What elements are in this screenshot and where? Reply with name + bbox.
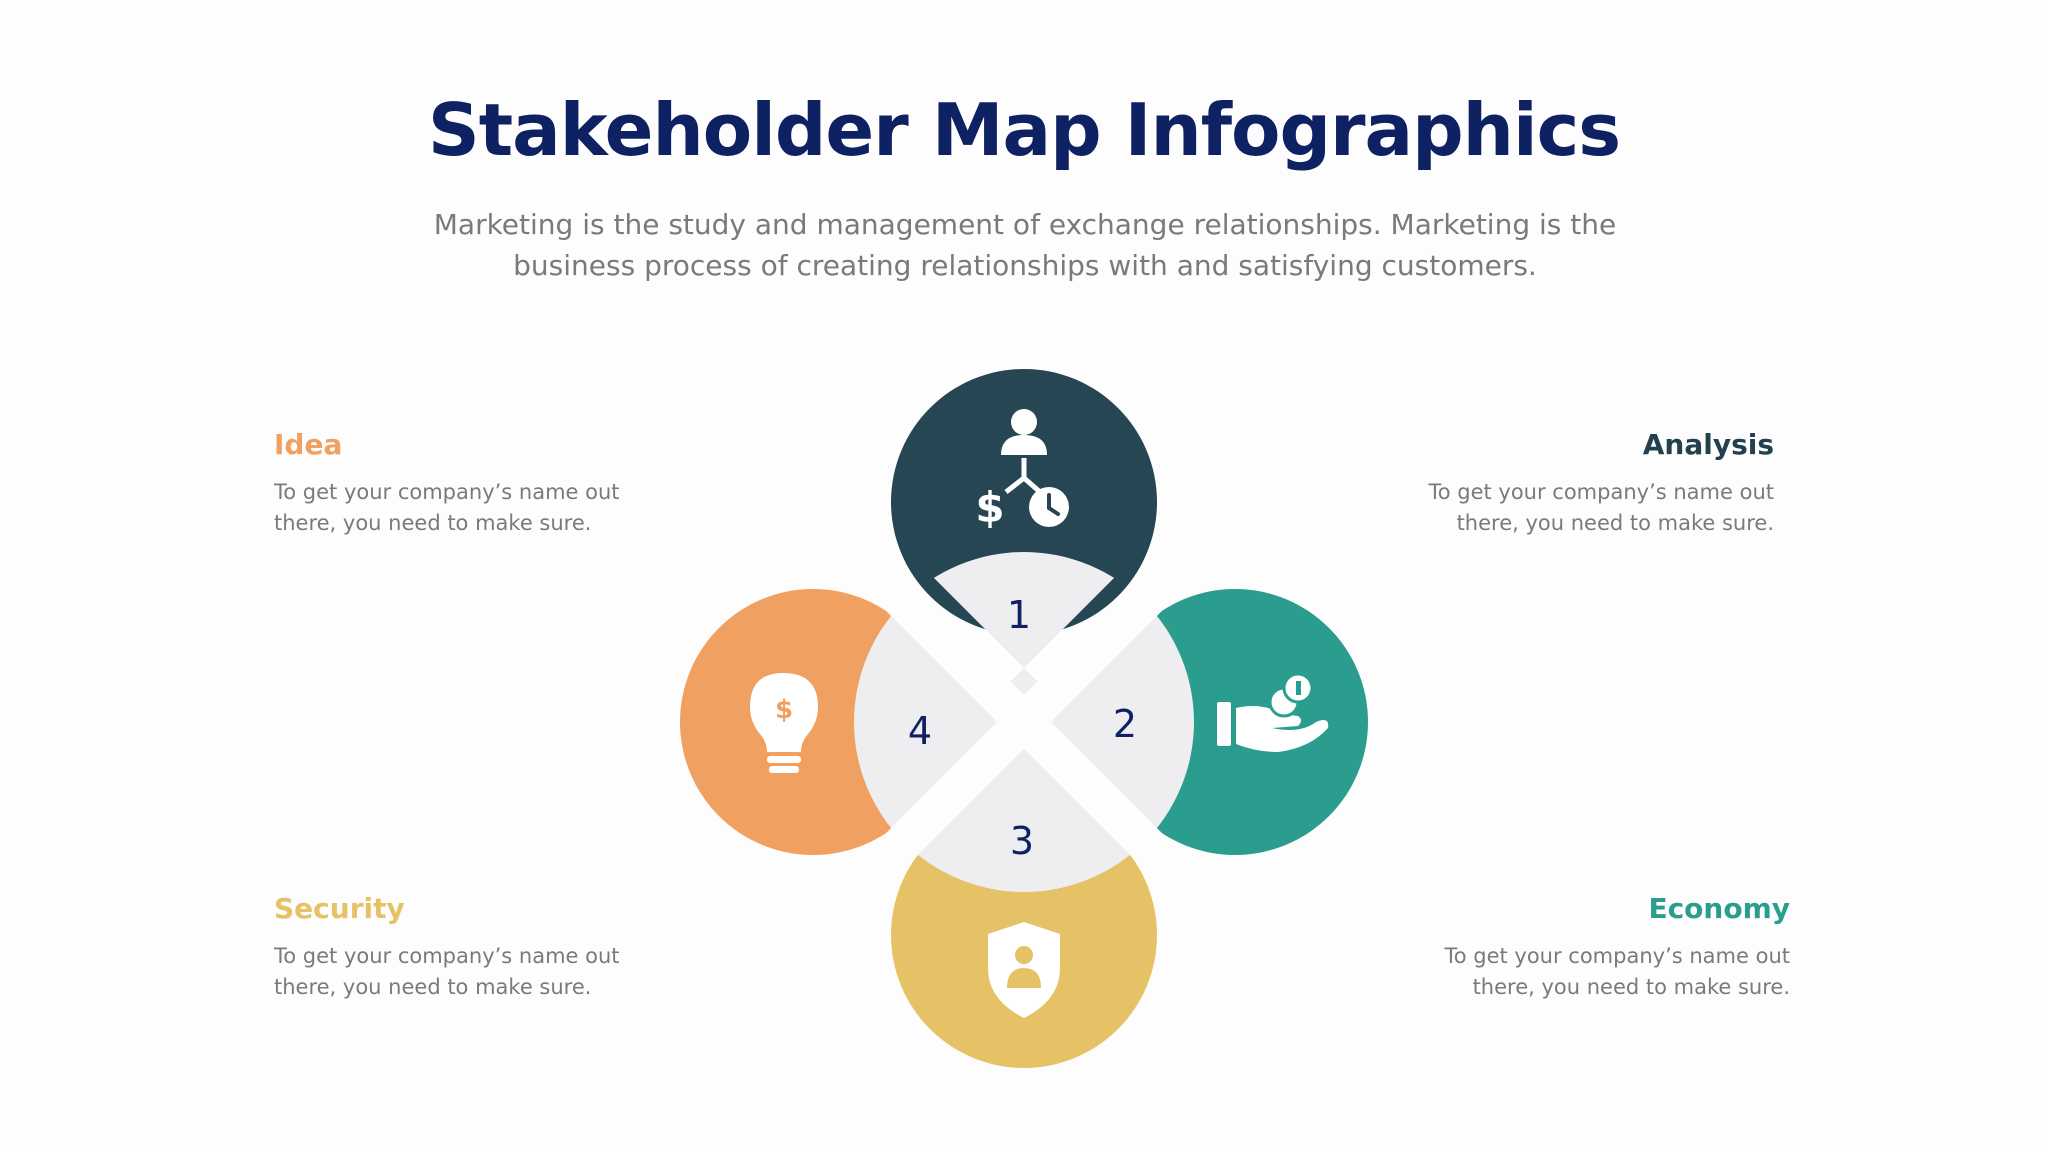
section-economy: Economy To get your company’s name out t…	[1370, 892, 1790, 1003]
number-1: 1	[1007, 593, 1031, 637]
hand-coins-icon	[1217, 672, 1329, 752]
security-heading: Security	[274, 892, 405, 925]
economy-text: To get your company’s name out there, yo…	[1444, 944, 1790, 999]
shield-person-icon	[988, 922, 1060, 1018]
svg-text:$: $	[975, 483, 1004, 532]
idea-text: To get your company’s name out there, yo…	[274, 480, 620, 535]
security-text: To get your company’s name out there, yo…	[274, 944, 620, 999]
analysis-text: To get your company’s name out there, yo…	[1428, 480, 1774, 535]
section-idea: Idea To get your company’s name out ther…	[274, 428, 694, 539]
page-subtitle: Marketing is the study and management of…	[433, 208, 1617, 282]
person-money-time-icon: $	[975, 409, 1069, 532]
lightbulb-dollar-icon: $	[750, 673, 818, 773]
svg-text:$: $	[775, 695, 793, 725]
center-cross	[870, 568, 1178, 876]
number-3: 3	[1010, 819, 1034, 863]
page-title: Stakeholder Map Infographics	[427, 88, 1621, 172]
number-4: 4	[908, 709, 932, 753]
idea-heading: Idea	[274, 428, 343, 461]
section-security: Security To get your company’s name out …	[274, 892, 694, 1003]
number-2: 2	[1113, 702, 1137, 746]
economy-heading: Economy	[1648, 892, 1790, 925]
analysis-heading: Analysis	[1642, 428, 1774, 461]
section-analysis: Analysis To get your company’s name out …	[1354, 428, 1774, 539]
